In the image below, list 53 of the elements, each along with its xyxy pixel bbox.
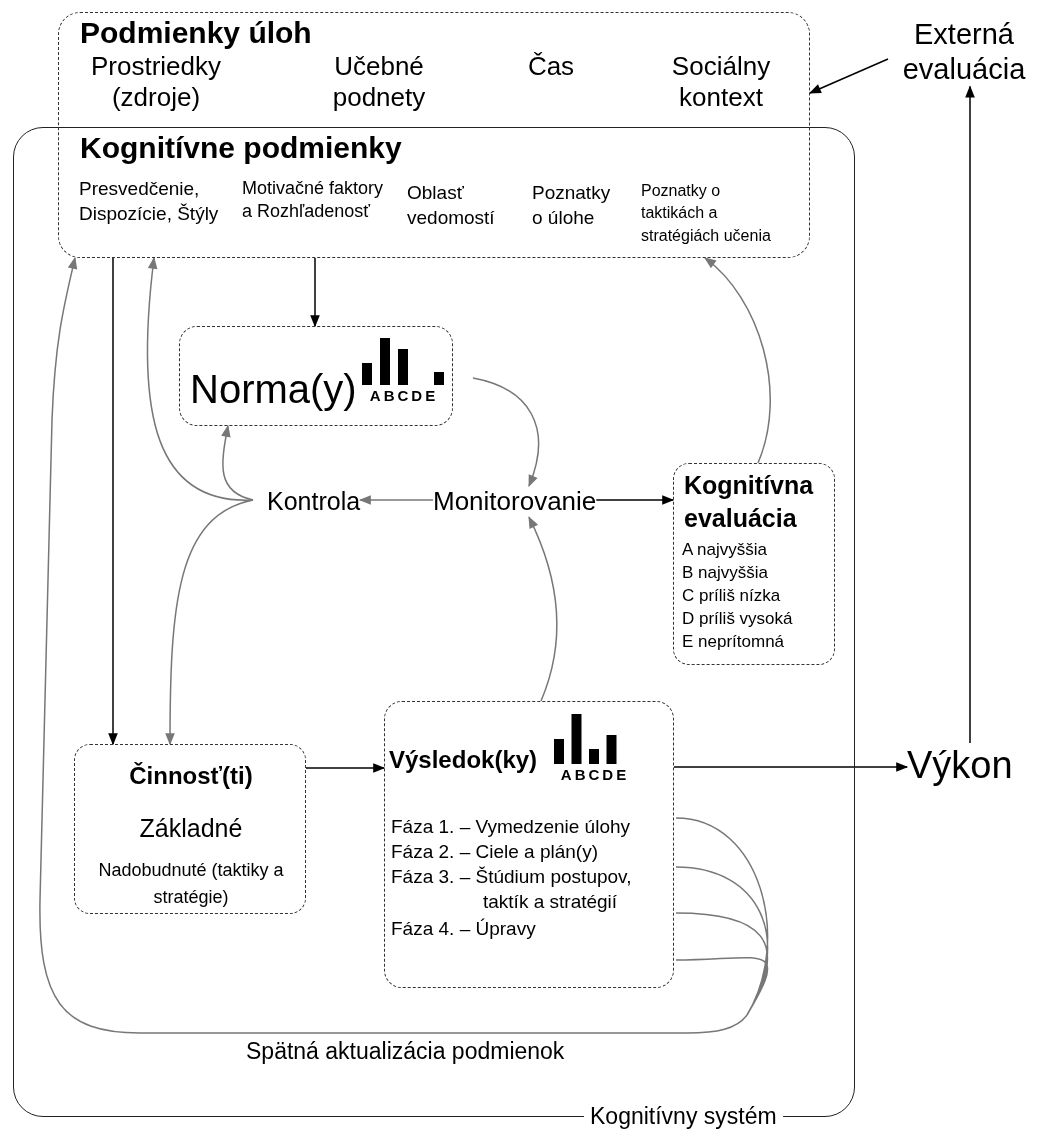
chart-axis-letters: ABCDE [559, 766, 631, 784]
node-label: Kontrola [267, 486, 361, 516]
panel-heading: Kognitívne podmienky [80, 130, 402, 166]
conditions-panel [58, 12, 810, 258]
rating-label: A najvyššia [682, 540, 768, 561]
phase-label: Fáza 1. – Vymedzenie úlohy [391, 815, 632, 839]
activity-box [74, 744, 306, 914]
condition-label: Poznatky o úlohe [532, 181, 612, 230]
condition-label: Učebné podnety [331, 51, 427, 114]
condition-label: Prostriedky (zdroje) [89, 51, 222, 114]
rating-label: B najvyššia [682, 563, 768, 584]
arrow [528, 516, 558, 702]
condition-label: Motivačné faktory a Rozhľadenosť [242, 177, 385, 224]
node-label: Externá evaluácia [888, 17, 1040, 87]
chart-axis-letters: ABCDE [368, 387, 440, 405]
arrow [108, 257, 118, 746]
phase-label: Fáza 4. – Úpravy [391, 917, 537, 941]
norm-box [179, 326, 453, 426]
box-title: Norma(y) [190, 366, 357, 413]
panel-heading: Podmienky úloh [80, 15, 312, 51]
box-title: Výsledok(ky) [389, 746, 538, 775]
arrow [472, 377, 540, 488]
arrow [808, 58, 889, 94]
edge-label: Spätná aktualizácia podmienok [246, 1038, 565, 1066]
box-title: Kognitívna evaluácia [684, 470, 815, 534]
result-box [384, 701, 674, 988]
arrow [595, 495, 675, 505]
condition-label: Čas [526, 51, 576, 83]
rating-label: C príliš nízka [682, 586, 781, 607]
condition-label: Sociálny kontext [670, 51, 772, 114]
rating-label: D príliš vysoká [682, 609, 793, 630]
condition-label: Presvedčenie, Dispozície, Štýly [79, 177, 220, 226]
evaluation-box [673, 463, 835, 665]
node-label: Monitorovanie [433, 486, 597, 518]
arrow [221, 424, 254, 501]
rating-label: E neprítomná [682, 632, 785, 653]
arrow [965, 85, 975, 744]
arrow [305, 763, 386, 773]
activity-label: Nadobudnuté (taktiky a stratégie) [97, 859, 285, 909]
condition-label: Oblasť vedomostí [407, 181, 496, 230]
box-title: Činnosť(ti) [128, 762, 254, 791]
arrow [165, 499, 254, 746]
frame-title: Kognitívny systém [584, 1103, 783, 1131]
phase-label: Fáza 2. – Ciele a plán(y) [391, 840, 599, 864]
arrow [673, 762, 909, 772]
feedback-arrow [39, 256, 769, 1034]
activity-label: Základné [138, 813, 244, 843]
node-label: Výkon [907, 743, 1013, 789]
condition-label: Poznatky o taktikách a stratégiách učenia [641, 181, 772, 246]
arrow [704, 257, 771, 464]
arrow [310, 257, 320, 328]
arrow [358, 495, 434, 505]
phase-label: Fáza 3. – Štúdium postupov, taktík a stratégií [391, 865, 633, 914]
